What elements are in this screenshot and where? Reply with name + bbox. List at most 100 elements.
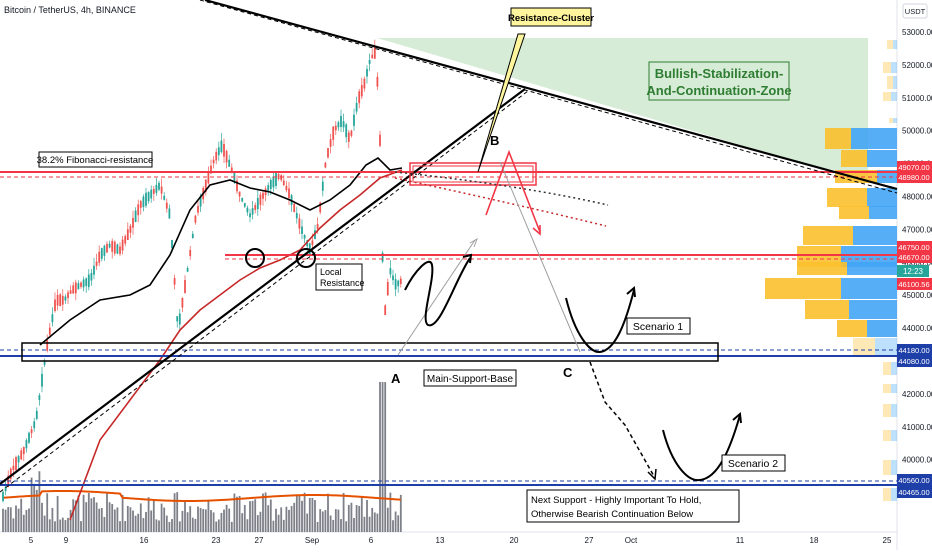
candle-body <box>194 215 197 223</box>
volume-bar <box>98 508 101 532</box>
volume-bar <box>366 499 368 532</box>
local-resistance-circle-2 <box>296 248 316 268</box>
candle-body <box>295 212 298 219</box>
volume-bar <box>249 501 251 532</box>
volume-bar <box>337 509 340 532</box>
candle-body <box>243 203 246 207</box>
volume-bar <box>28 508 30 532</box>
fib-label: 38.2% Fibonacci-resistance <box>37 155 154 166</box>
volume-bar <box>386 507 389 532</box>
volume-profile-sell <box>805 300 849 319</box>
candle-body <box>340 115 342 128</box>
volume-bar <box>241 513 244 532</box>
volume-bar <box>267 505 270 532</box>
volume-bar <box>22 514 25 532</box>
volume-profile-buy <box>867 150 897 167</box>
volume-bar <box>165 515 168 532</box>
volume-bar <box>121 494 124 532</box>
candle-body <box>80 282 82 287</box>
volume-bar <box>360 497 363 532</box>
candle-body <box>199 196 202 207</box>
currency-button-label[interactable]: USDT <box>905 7 926 16</box>
candle-body <box>139 201 142 208</box>
volume-bar <box>389 492 392 532</box>
volume-bar <box>119 521 121 532</box>
countdown-badge <box>897 265 929 277</box>
candle-body <box>181 297 184 308</box>
rising-trendline-dashed <box>0 90 529 493</box>
bullish-zone-label-1: Bullish-Stabilization- <box>655 66 784 81</box>
path-arrowhead <box>469 237 478 248</box>
candle-body <box>22 447 25 455</box>
volume-profile-buy <box>841 246 897 267</box>
volume-bar <box>43 515 46 532</box>
candle-body <box>332 126 335 140</box>
next-support-box <box>526 489 740 523</box>
countdown-label: 12:23 <box>903 267 924 276</box>
candle-body <box>103 245 106 256</box>
candle-body <box>355 102 358 112</box>
candle-body <box>319 202 322 213</box>
volume-bar <box>202 509 205 532</box>
volume-bar <box>384 382 387 532</box>
candle-body <box>100 248 103 259</box>
candle-body <box>28 432 30 443</box>
volume-profile-buy <box>891 384 897 393</box>
volume-profile-sell <box>839 206 869 219</box>
time-tick-label: 27 <box>255 536 264 545</box>
candle-body <box>215 151 218 161</box>
volume-profile-sell <box>827 188 867 207</box>
volume-profile-buy <box>867 320 897 337</box>
volume-bar <box>41 502 43 532</box>
volume-profile-buy <box>891 460 897 475</box>
candle-body <box>184 280 186 293</box>
volume-bar <box>93 497 95 532</box>
candle-body <box>67 292 69 299</box>
currency-button-bg[interactable] <box>902 3 928 19</box>
volume-bar <box>210 510 212 532</box>
candle-body <box>48 327 51 335</box>
candle-body <box>38 395 41 400</box>
volume-profile-buy <box>893 118 897 123</box>
volume-bar <box>254 499 257 532</box>
scenario1-label: Scenario 1 <box>633 321 683 333</box>
candle-body <box>126 229 129 241</box>
volume-bar <box>80 521 82 532</box>
candle-body <box>324 162 327 168</box>
volume-bar <box>212 512 215 532</box>
candle-body <box>379 134 381 146</box>
bullish-zone-label-2: And-Continuation-Zone <box>646 83 791 98</box>
candle-body <box>386 282 389 296</box>
price-level-label: 49070.00 <box>898 163 929 172</box>
candle-body <box>165 202 168 209</box>
price-level-label: 46100.56 <box>898 280 929 289</box>
candle-body <box>384 305 387 316</box>
candle-body <box>342 121 345 128</box>
candle-body <box>288 188 290 199</box>
volume-bar <box>329 515 332 532</box>
candle-body <box>160 186 163 194</box>
fib-label-box <box>38 151 153 168</box>
candle-body <box>30 429 33 434</box>
volume-bar <box>25 509 28 532</box>
candle-body <box>87 274 90 288</box>
candle-body <box>277 174 280 180</box>
candle-body <box>246 207 249 213</box>
currency-button[interactable]: USDT <box>902 3 928 19</box>
volume-bar <box>191 517 194 532</box>
candle-body <box>241 197 244 202</box>
time-tick-label: 9 <box>64 536 69 545</box>
price-level-badge <box>897 486 932 498</box>
point-c-label: C <box>563 365 573 380</box>
volume-profile-sell <box>883 384 891 393</box>
candle-body <box>389 268 392 275</box>
symbol-title: Bitcoin / TetherUS, 4h, BINANCE <box>4 5 136 15</box>
volume-bar <box>171 519 173 532</box>
price-level-label: 44080.00 <box>898 357 929 366</box>
volume-profile-sell <box>797 246 841 267</box>
projection-dotted-red <box>394 177 607 227</box>
volume-bar <box>228 508 231 532</box>
red-arrowhead <box>532 225 541 236</box>
